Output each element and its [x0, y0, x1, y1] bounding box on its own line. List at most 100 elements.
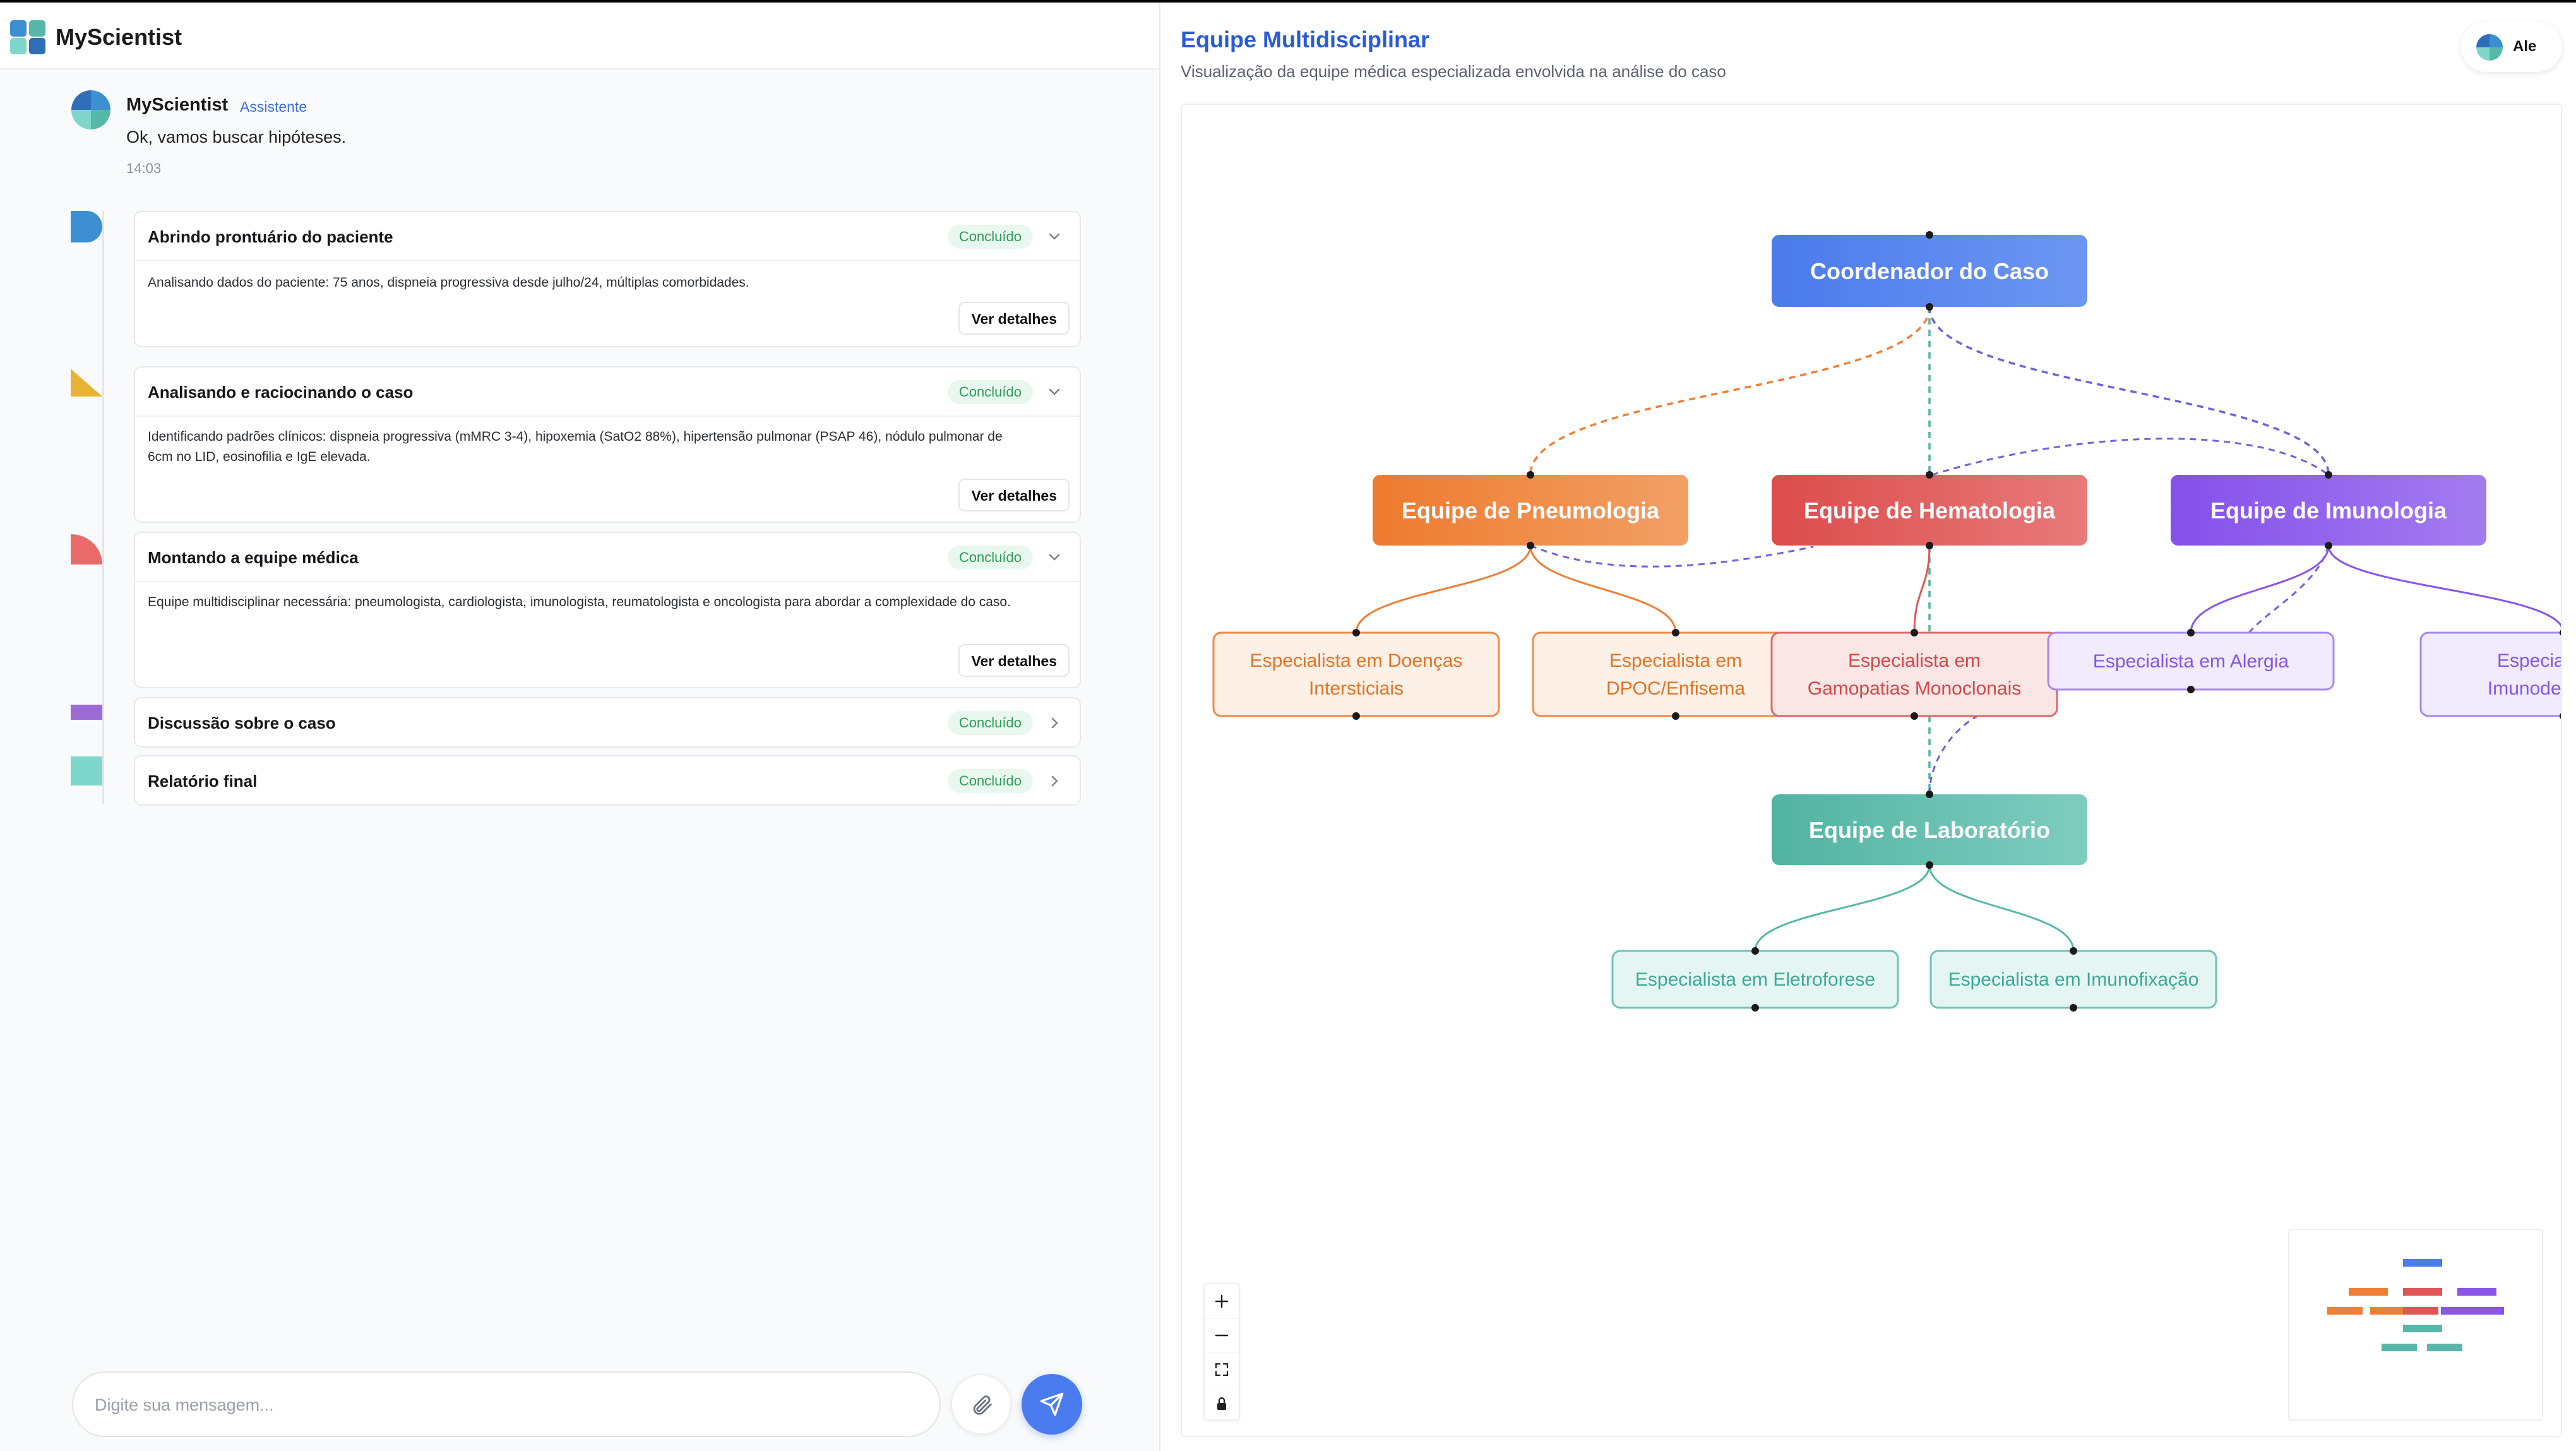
status-badge: Concluído — [947, 546, 1033, 570]
step-title: Discussão sobre o caso — [148, 714, 336, 732]
node-label: Equipe de Pneumologia — [1402, 498, 1660, 523]
node-box — [1212, 631, 1500, 717]
chevron-down-icon[interactable] — [1043, 225, 1066, 248]
node-handle-top[interactable] — [1911, 629, 1918, 636]
node-handle-bottom[interactable] — [2560, 712, 2561, 720]
node-handle-top[interactable] — [2560, 629, 2561, 636]
graph-node-s_imunodef[interactable]: Especialista emImunodeficiências — [2419, 629, 2561, 720]
graph-node-lab[interactable]: Equipe de Laboratório — [1772, 791, 2087, 869]
user-name: Ale — [2513, 38, 2537, 55]
node-handle-bottom[interactable] — [1926, 861, 1933, 869]
step-description: Equipe multidisciplinar necessária: pneu… — [148, 595, 1011, 609]
node-handle-top[interactable] — [1672, 629, 1679, 636]
edge-hemato-s_gamo — [1913, 545, 1931, 633]
chevron-down-icon[interactable] — [1043, 546, 1066, 569]
chevron-down-icon[interactable] — [1043, 381, 1066, 403]
node-handle-bottom[interactable] — [1527, 542, 1534, 549]
node-handle-bottom[interactable] — [1751, 1004, 1759, 1012]
edge-lab-s_imunofix — [1928, 864, 2075, 952]
node-handle-top[interactable] — [2325, 471, 2332, 479]
node-handle-bottom[interactable] — [1672, 712, 1679, 720]
node-label: Equipe de Imunologia — [2210, 498, 2447, 523]
send-icon — [1040, 1392, 1064, 1416]
step-description: Identificando padrões clínicos: dispneia… — [148, 429, 1003, 464]
graph-node-hemato[interactable]: Equipe de Hematologia — [1772, 471, 2087, 549]
message-text: Ok, vamos buscar hipóteses. — [126, 128, 347, 146]
node-label: Especialista em Alergia — [2093, 651, 2289, 672]
step-divider — [135, 581, 1080, 582]
node-handle-bottom[interactable] — [2070, 1004, 2077, 1012]
chevron-right-icon[interactable] — [1043, 712, 1066, 734]
message-composer — [72, 1371, 941, 1437]
step-card-build-team: Montando a equipe médica Concluído Equip… — [134, 532, 1081, 688]
node-box — [1373, 475, 1688, 546]
node-label: Especialista em Imunofixação — [1948, 969, 2199, 990]
step-divider — [135, 415, 1080, 417]
graph-node-s_eletro[interactable]: Especialista em Eletroforese — [1611, 947, 1899, 1012]
view-details-button[interactable]: Ver detalhes — [958, 302, 1070, 335]
node-box — [2419, 631, 2561, 717]
node-handle-top[interactable] — [2070, 947, 2077, 955]
send-button[interactable] — [1022, 1374, 1082, 1435]
graph-node-pneumo[interactable]: Equipe de Pneumologia — [1373, 471, 1688, 549]
step-title: Analisando e raciocinando o caso — [148, 383, 414, 402]
panel-title: Equipe Multidisciplinar — [1181, 27, 1430, 52]
lock-button[interactable] — [1205, 1387, 1239, 1421]
graph-node-coord[interactable]: Coordenador do Caso — [1772, 231, 2087, 311]
message-author: MyScientist — [126, 95, 229, 115]
view-details-button[interactable]: Ver detalhes — [958, 644, 1070, 677]
minimap[interactable] — [2288, 1229, 2543, 1421]
node-handle-top[interactable] — [1352, 629, 1360, 636]
node-handle-bottom[interactable] — [1926, 542, 1933, 549]
node-handle-top[interactable] — [1926, 791, 1933, 798]
step-card-final-report[interactable]: Relatório final Concluído — [134, 755, 1081, 806]
pane-divider[interactable] — [1159, 3, 1160, 1451]
node-label: Especialista emImunodeficiências — [2488, 650, 2561, 699]
graph-edges — [1355, 306, 2561, 952]
edge-imuno-s_imunodef — [2327, 545, 2561, 628]
node-label: Equipe de Hematologia — [1804, 498, 2056, 523]
zoom-out-button[interactable] — [1205, 1318, 1239, 1353]
node-handle-top[interactable] — [2187, 629, 2195, 636]
node-handle-top[interactable] — [1926, 471, 1933, 479]
window-top-border — [0, 0, 2576, 3]
node-handle-top[interactable] — [1926, 231, 1933, 239]
minimap-graph — [2327, 1259, 2504, 1351]
attach-button[interactable] — [951, 1374, 1011, 1435]
node-box — [1770, 631, 2058, 717]
edge-hemato-imuno — [1931, 438, 2329, 476]
user-avatar-icon — [2476, 34, 2503, 61]
message-input[interactable] — [93, 1389, 917, 1421]
chevron-right-icon[interactable] — [1043, 770, 1066, 792]
graph-node-imuno[interactable]: Equipe de Imunologia — [2171, 471, 2486, 549]
message-role-badge: Assistente — [240, 99, 307, 115]
node-handle-top[interactable] — [1527, 471, 1534, 479]
step-description: Analisando dados do paciente: 75 anos, d… — [148, 275, 749, 290]
node-handle-top[interactable] — [1751, 947, 1759, 955]
node-handle-bottom[interactable] — [1926, 303, 1933, 311]
node-handle-bottom[interactable] — [1911, 712, 1918, 720]
graph-node-s_alerg[interactable]: Especialista em Alergia — [2047, 629, 2335, 693]
view-details-button[interactable]: Ver detalhes — [958, 479, 1070, 511]
lock-icon — [1217, 1397, 1226, 1410]
user-menu[interactable]: Ale — [2461, 21, 2562, 72]
graph-node-s_imunofix[interactable]: Especialista em Imunofixação — [1929, 947, 2217, 1012]
zoom-in-button[interactable] — [1205, 1284, 1239, 1319]
node-handle-bottom[interactable] — [2187, 686, 2195, 693]
fullscreen-icon — [1215, 1363, 1229, 1376]
message-time: 14:03 — [126, 160, 162, 176]
step-card-case-discussion[interactable]: Discussão sobre o caso Concluído — [134, 697, 1081, 748]
app-name: MyScientist — [56, 24, 182, 50]
node-handle-bottom[interactable] — [1352, 712, 1360, 720]
node-label: Coordenador do Caso — [1810, 258, 2049, 284]
fit-view-button[interactable] — [1205, 1352, 1239, 1387]
step-title: Abrindo prontuário do paciente — [148, 227, 393, 246]
node-box — [1772, 475, 2087, 546]
step-card-analyze-case: Analisando e raciocinando o caso Concluí… — [134, 366, 1081, 523]
node-handle-bottom[interactable] — [2325, 542, 2332, 549]
